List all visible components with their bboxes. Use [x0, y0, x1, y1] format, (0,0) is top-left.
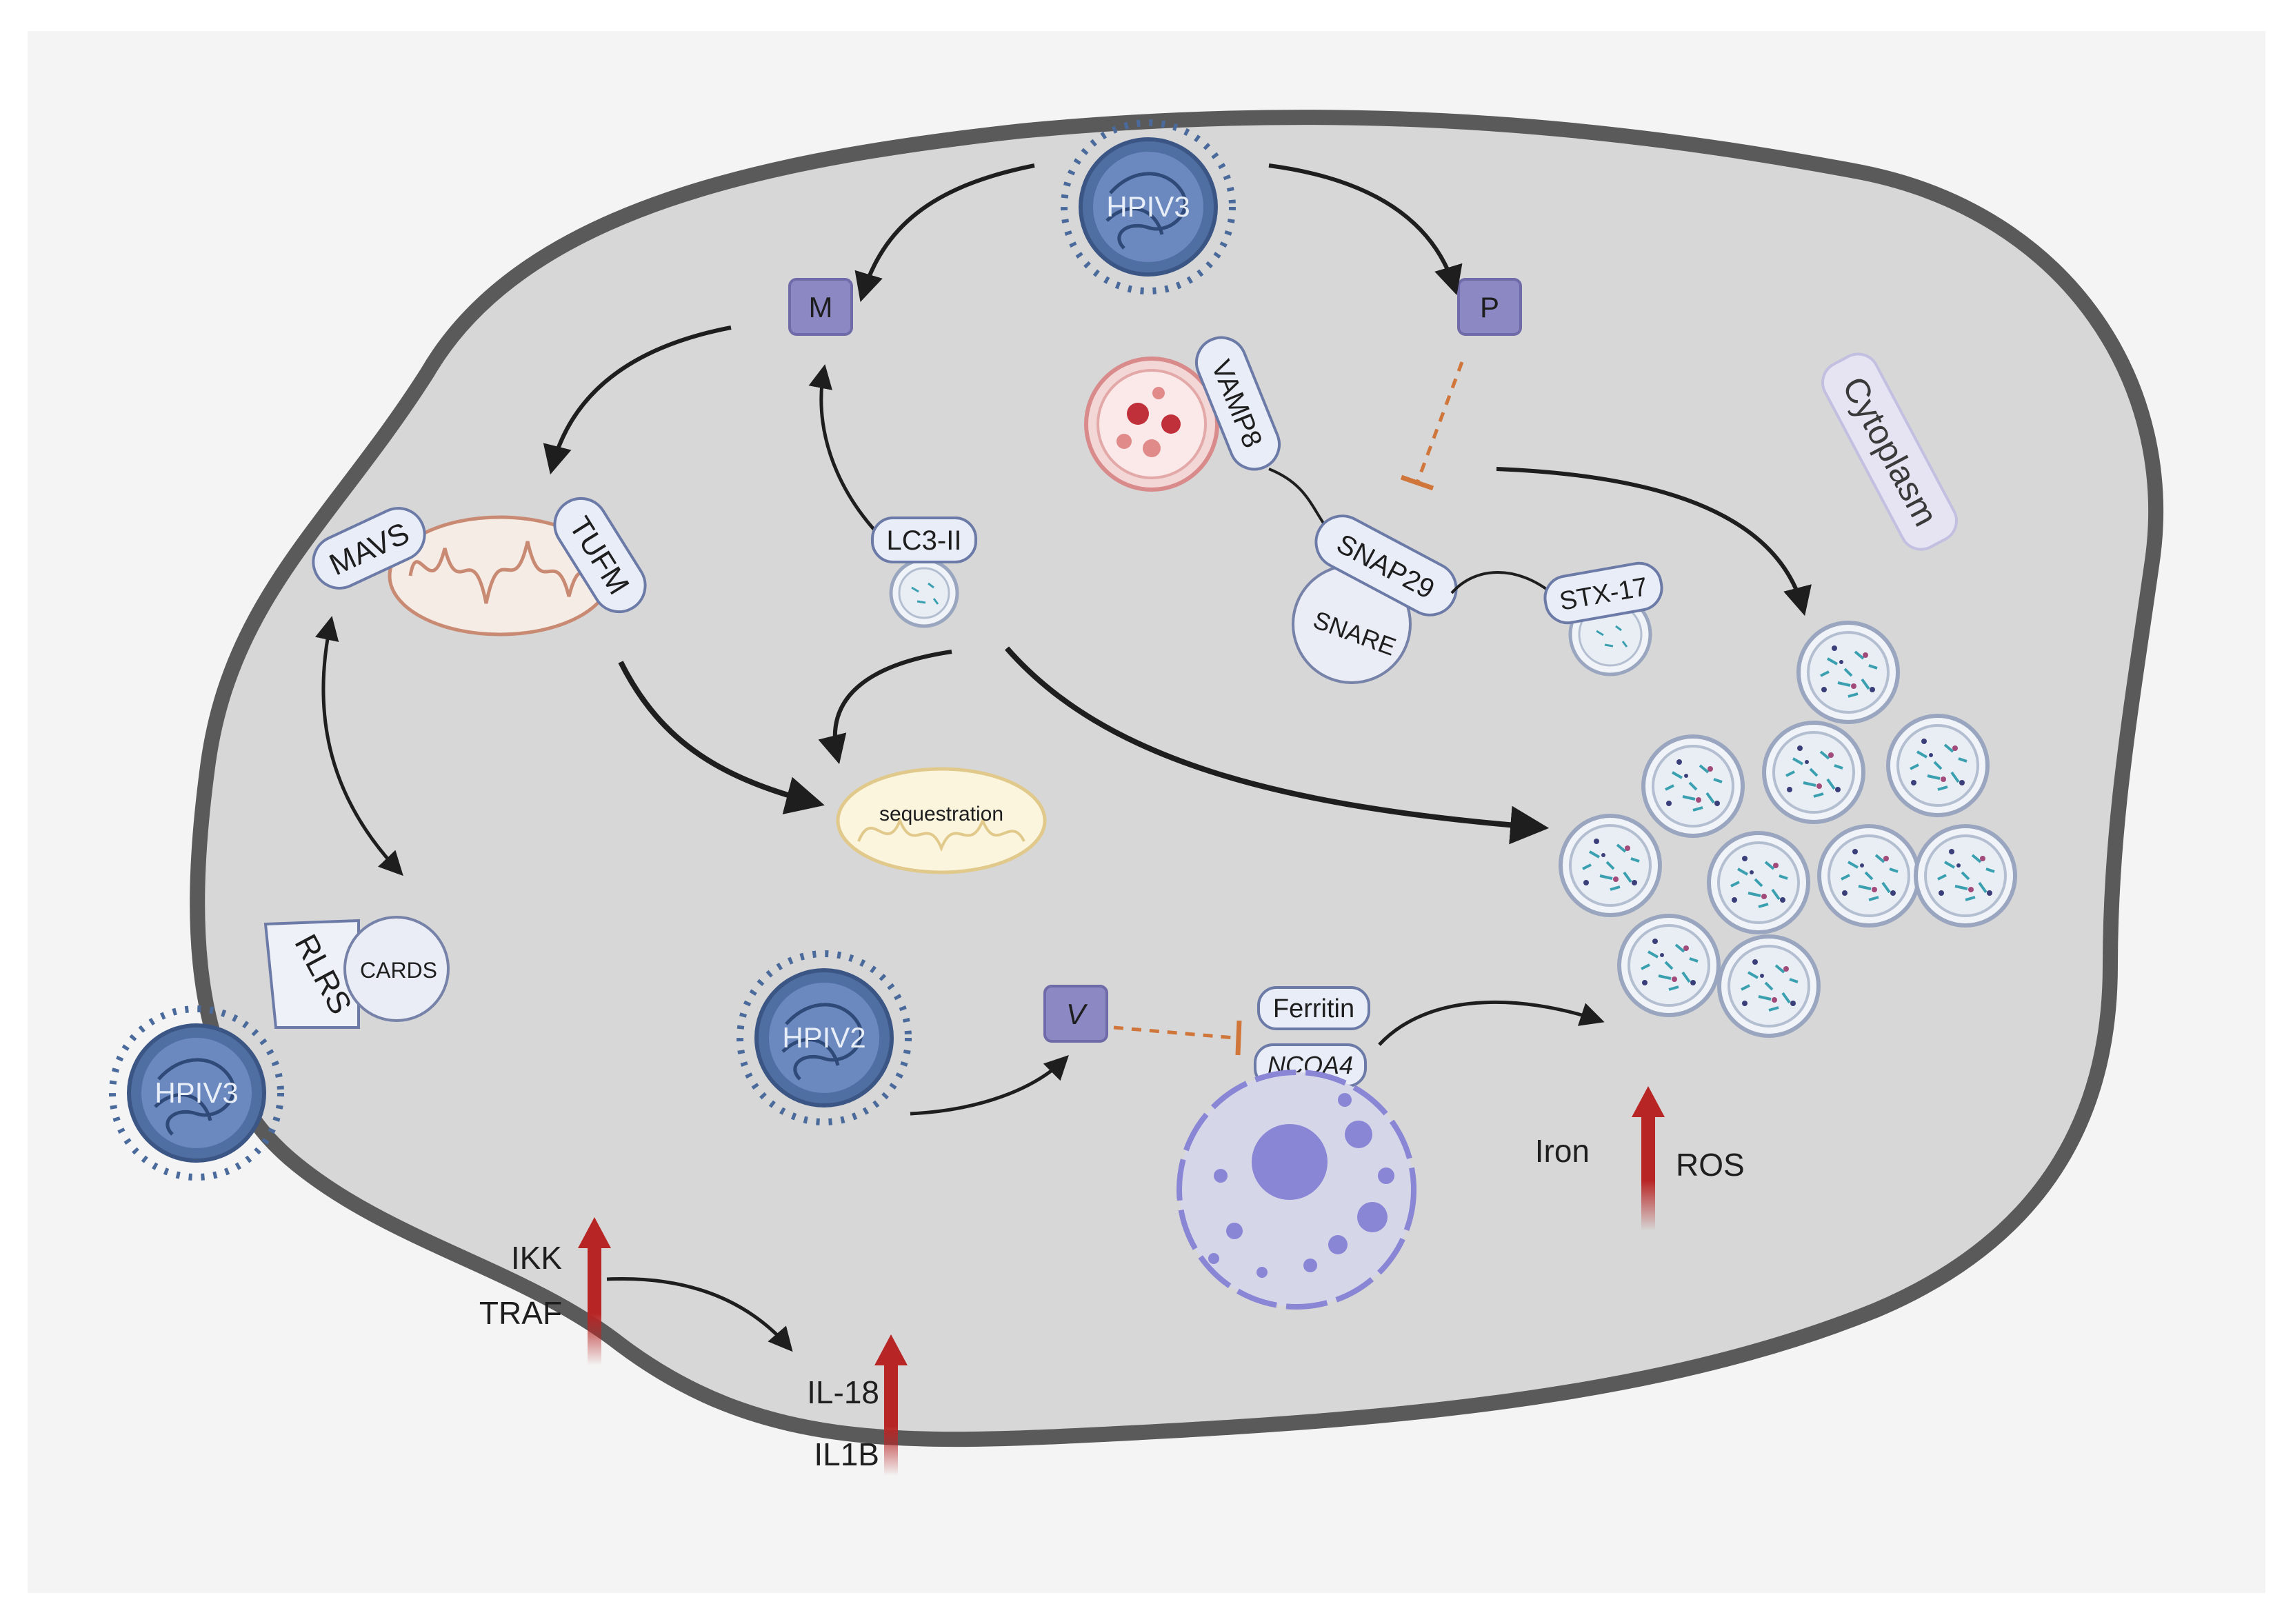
ros-label: ROS — [1676, 1147, 1745, 1183]
arrow-lc3-to-sequestration — [818, 650, 952, 765]
arrow-mavs-rlrs — [315, 616, 403, 876]
protein-v: V — [1043, 985, 1108, 1043]
protein-m: M — [788, 278, 853, 336]
virus-label-hpiv2: HPIV2 — [782, 1021, 865, 1054]
iron-label: Iron — [1535, 1133, 1590, 1169]
up-arrow-icon — [578, 1217, 611, 1365]
arrow-lc3-to-autolysosomes — [1004, 646, 1550, 845]
protein-p: P — [1457, 278, 1522, 336]
arrow-virus-to-m — [854, 163, 1035, 303]
snare-complex: SNAP29 SNARE — [1292, 514, 1458, 684]
p-inhibition-line — [1415, 361, 1464, 483]
nucleus-icon — [1176, 1070, 1416, 1310]
arrow-mito-to-sequestration — [618, 661, 825, 814]
virus-label-hpiv3-left: HPIV3 — [154, 1076, 238, 1109]
lysosome-icon — [1084, 357, 1219, 492]
p-inhibition-bar — [1400, 474, 1434, 491]
svg-text:M: M — [809, 291, 833, 323]
stx17-label: STX-17 — [1543, 561, 1663, 625]
up-arrow-icon — [874, 1334, 908, 1476]
ferritin-label: Ferritin — [1257, 986, 1370, 1030]
v-inhibition-line — [1113, 1025, 1235, 1040]
arrow-to-autolysosomes — [1496, 467, 1812, 616]
lc3-label: LC3-II — [871, 517, 977, 563]
sequestration-mitochondrion-icon: sequestration — [836, 767, 1047, 874]
arrow-hpiv2-to-v — [910, 1055, 1069, 1116]
arrow-ferritin-to-autolysosomes — [1378, 1000, 1605, 1046]
rlrs-receptor: RLRS CARDS — [263, 916, 450, 1029]
arrow-m-to-mitochondrion — [543, 325, 732, 475]
il-increase: IL-18 IL1B — [807, 1334, 908, 1476]
virus-icon: HPIV3 — [112, 1009, 281, 1177]
vamp8-link — [1268, 468, 1325, 525]
ikk-traf-increase: IKK TRAF — [479, 1217, 611, 1365]
virus-icon: HPIV2 — [740, 954, 908, 1122]
up-arrow-icon — [1632, 1086, 1665, 1231]
ikk-label: IKK — [511, 1240, 562, 1276]
autophagosome-icon — [889, 558, 959, 628]
v-inhibition-bar — [1235, 1020, 1242, 1056]
arrow-ikk-to-il — [606, 1276, 793, 1352]
il1b-label: IL1B — [814, 1436, 879, 1472]
virus-label-hpiv3-top: HPIV3 — [1106, 190, 1190, 223]
cards-label: CARDS — [360, 958, 437, 983]
svg-text:LC3-II: LC3-II — [887, 525, 962, 556]
svg-text:P: P — [1480, 291, 1499, 323]
virus-icon: HPIV3 — [1064, 123, 1232, 291]
iron-ros-increase: Iron ROS — [1535, 1086, 1745, 1231]
arrow-virus-to-p — [1268, 163, 1463, 296]
il18-label: IL-18 — [807, 1374, 879, 1410]
svg-text:Ferritin: Ferritin — [1273, 994, 1354, 1023]
svg-text:V: V — [1066, 998, 1088, 1030]
sequestration-label: sequestration — [879, 803, 1003, 825]
snare-stx17-link — [1450, 571, 1553, 594]
traf-label: TRAF — [479, 1295, 562, 1331]
